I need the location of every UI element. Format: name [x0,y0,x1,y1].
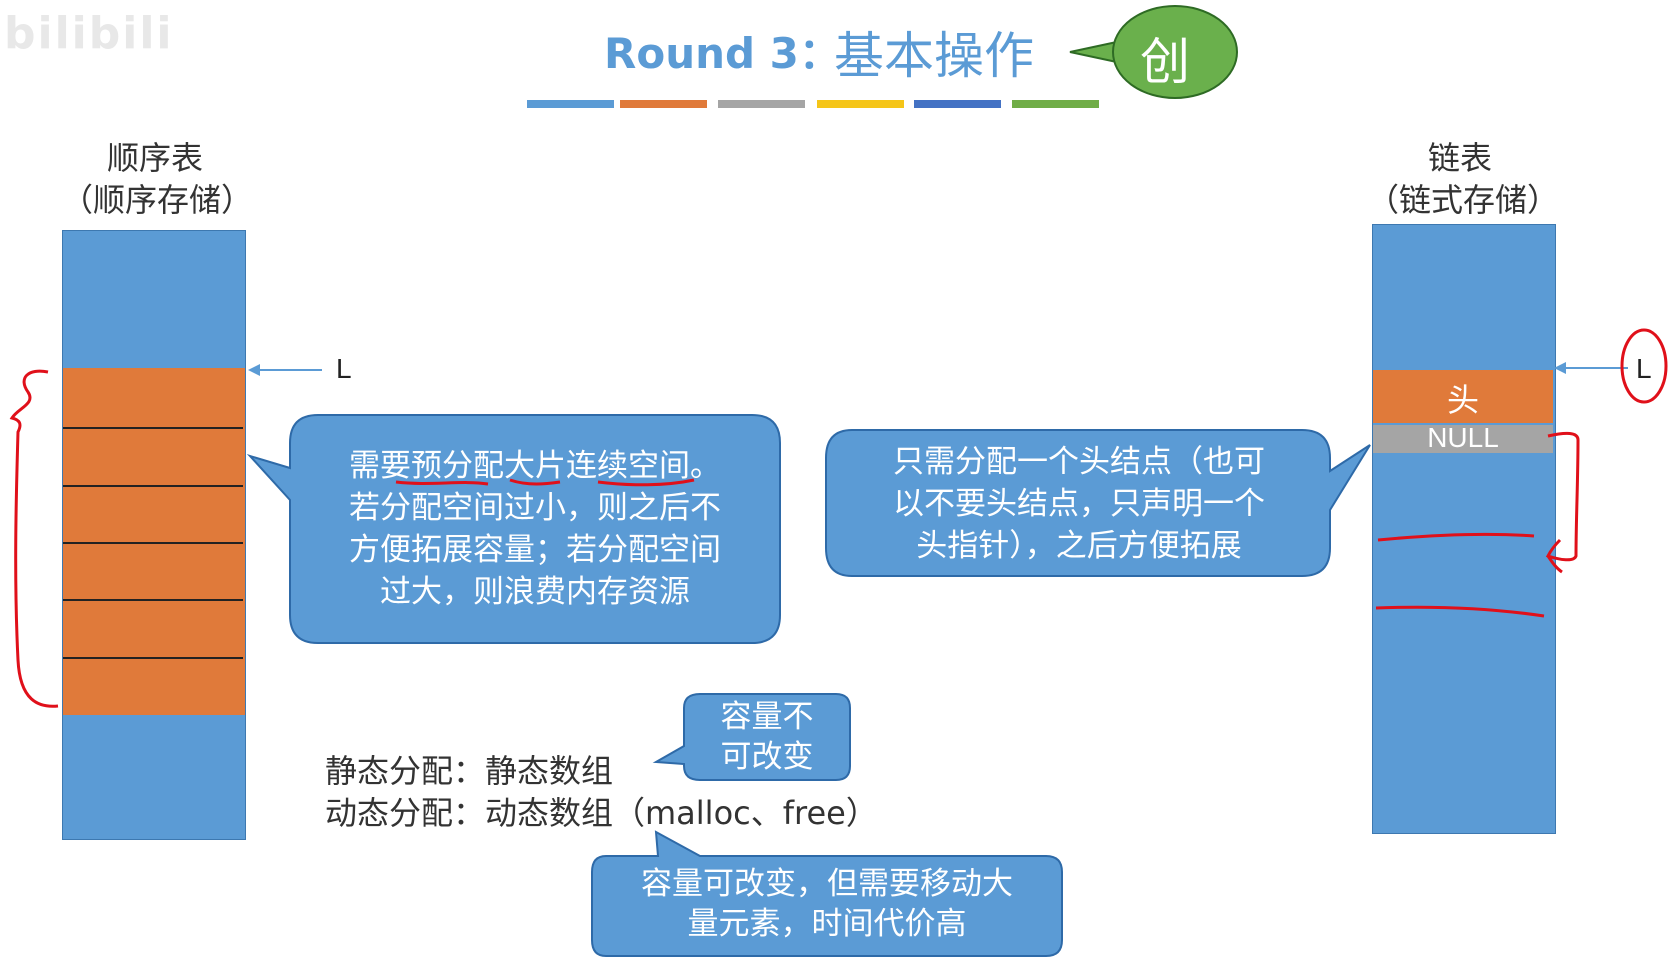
seq-cell-divider [63,542,243,544]
linked-head-label: 头 [1446,381,1479,419]
linked-pointer-label: L [1636,353,1652,384]
dynamic-allocation-line: 动态分配：动态数组（malloc、free） [325,794,878,832]
color-bar-segment [1012,100,1099,108]
dynamic-callout-line: 量元素，时间代价高 [687,906,967,942]
color-bar-segment [620,100,707,108]
color-bar-segment [817,100,904,108]
static-callout: 容量不 可改变 [686,697,848,777]
linked-head-node [1373,370,1553,423]
seq-cell-divider [63,599,243,601]
static-callout-line: 可改变 [720,739,814,775]
seq-pointer-label: L [336,353,352,384]
seq-callout-line: 方便拓展容量；若分配空间 [349,532,721,568]
static-allocation-line: 静态分配：静态数组 [325,752,614,790]
color-bar-segment [914,100,1001,108]
seq-callout: 需要预分配大片连续空间。 若分配空间过小，则之后不 方便拓展容量；若分配空间 过… [300,445,770,613]
seq-callout-line: 需要预分配大片连续空间。 [349,448,721,484]
linked-null-label: NULL [1427,422,1499,453]
seq-cell-divider [63,657,243,659]
linked-subtitle: （链式存储） [1366,181,1559,219]
seq-subtitle: （顺序存储） [60,181,253,219]
static-callout-line: 容量不 [720,699,814,735]
dynamic-callout-line: 容量可改变，但需要移动大 [641,866,1013,902]
linked-memory-column [1372,224,1556,834]
seq-cell-divider [63,427,243,429]
color-bar-segment [718,100,805,108]
linked-callout-line: 以不要头结点，只声明一个 [893,486,1265,522]
linked-callout-line: 只需分配一个头结点（也可 [893,444,1265,480]
linked-null-field [1373,425,1553,453]
seq-title: 顺序表 [106,139,203,177]
title-round: Round 3： [604,29,841,78]
seq-callout-line: 若分配空间过小，则之后不 [349,490,721,526]
seq-cell-divider [63,485,243,487]
bilibili-watermark: bilibili [4,8,174,59]
badge-text: 创 [1140,33,1190,91]
linked-callout: 只需分配一个头结点（也可 以不要头结点，只声明一个 头指针），之后方便拓展 [836,441,1322,567]
linked-callout-line: 头指针），之后方便拓展 [916,528,1242,564]
title-topic: 基本操作 [834,27,1034,85]
color-bar-segment [527,100,614,108]
linked-title: 链表 [1427,139,1492,177]
seq-callout-line: 过大，则浪费内存资源 [380,574,690,610]
dynamic-callout: 容量可改变，但需要移动大 量元素，时间代价高 [596,864,1058,944]
